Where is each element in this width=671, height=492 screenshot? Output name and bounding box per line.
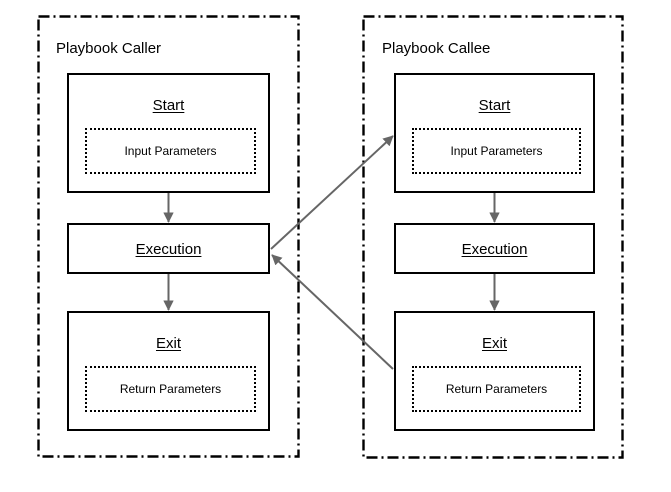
- node-callee-execution-title: Execution: [461, 241, 528, 258]
- node-caller-execution[interactable]: Execution: [67, 223, 270, 274]
- lane-callee-title: Playbook Callee: [382, 40, 491, 57]
- node-caller-exit[interactable]: Exit Return Parameters: [67, 311, 270, 431]
- node-callee-exit[interactable]: Exit Return Parameters: [394, 311, 595, 431]
- caller-start-input-parameters-box: Input Parameters: [85, 128, 256, 174]
- caller-start-input-parameters-label: Input Parameters: [124, 144, 217, 158]
- callee-start-input-parameters-label: Input Parameters: [450, 144, 543, 158]
- callee-start-input-parameters-box: Input Parameters: [412, 128, 581, 174]
- node-caller-start[interactable]: Start Input Parameters: [67, 73, 270, 193]
- node-callee-start-title: Start: [478, 97, 511, 114]
- lane-caller-title: Playbook Caller: [56, 40, 162, 57]
- node-caller-start-title: Start: [152, 97, 185, 114]
- node-caller-exit-title: Exit: [155, 335, 181, 352]
- node-caller-execution-title: Execution: [135, 241, 202, 258]
- caller-exit-return-parameters-label: Return Parameters: [119, 382, 222, 396]
- node-callee-start[interactable]: Start Input Parameters: [394, 73, 595, 193]
- node-callee-execution[interactable]: Execution: [394, 223, 595, 274]
- caller-exit-return-parameters-box: Return Parameters: [85, 366, 256, 412]
- node-callee-exit-title: Exit: [481, 335, 507, 352]
- callee-exit-return-parameters-label: Return Parameters: [445, 382, 548, 396]
- callee-exit-return-parameters-box: Return Parameters: [412, 366, 581, 412]
